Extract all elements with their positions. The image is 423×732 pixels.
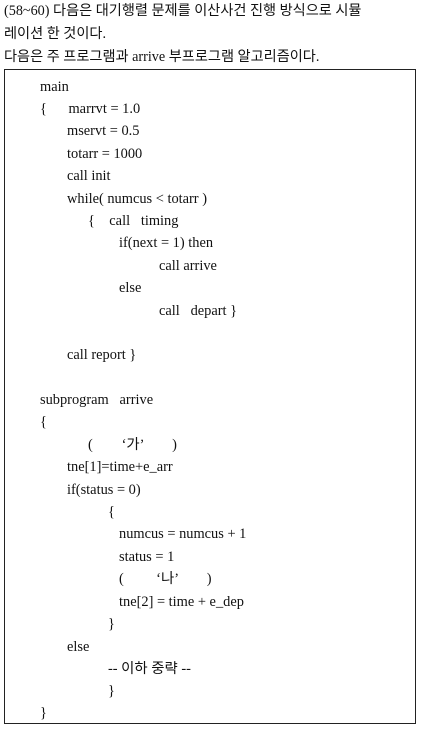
code-mservt: mservt = 0.5 — [67, 123, 140, 139]
intro-line-3: 다음은 주 프로그램과 arrive 부프로그램 알고리즘이다. — [4, 49, 320, 65]
intro-line-2: 레이션 한 것이다. — [4, 26, 107, 42]
code-call-arrive: call arrive — [159, 258, 217, 274]
code-if-next: if(next = 1) then — [119, 235, 214, 251]
code-else-1: else — [119, 280, 142, 296]
code-else-2: else — [67, 639, 90, 655]
code-totarr: totarr = 1000 — [67, 146, 143, 162]
code-subprogram: subprogram arrive — [40, 392, 154, 408]
code-main: main — [40, 79, 69, 95]
code-call-depart: call depart } — [159, 303, 238, 319]
code-status: status = 1 — [119, 549, 175, 565]
code-close-else: } — [108, 683, 115, 699]
blank-ga: ( ‘가’ ) — [88, 437, 177, 453]
code-open-sub: { — [40, 414, 47, 430]
code-open-if: { — [108, 504, 115, 520]
code-tne2: tne[2] = time + e_dep — [119, 594, 244, 610]
blank-na: ( ‘나’ ) — [119, 571, 212, 587]
question-intro: (58~60) 다음은 대기행렬 문제를 이산사건 진행 방식으로 시뮬 레이션… — [4, 0, 419, 69]
code-close-if: } — [108, 616, 115, 632]
code-marrvt: { marrvt = 1.0 — [40, 101, 141, 117]
code-tne1: tne[1]=time+e_arr — [67, 459, 173, 475]
code-numcus: numcus = numcus + 1 — [119, 526, 247, 542]
code-close-sub: } — [40, 705, 47, 721]
code-call-report: call report } — [67, 347, 137, 363]
code-if-status: if(status = 0) — [67, 482, 141, 498]
code-while: while( numcus < totarr ) — [67, 191, 207, 207]
code-call-timing: { call timing — [88, 213, 179, 229]
algorithm-code-box: main { marrvt = 1.0 mservt = 0.5 totarr … — [4, 69, 416, 724]
code-omitted: -- 이하 중략 -- — [108, 661, 191, 677]
intro-line-1: (58~60) 다음은 대기행렬 문제를 이산사건 진행 방식으로 시뮬 — [4, 3, 362, 19]
code-call-init: call init — [67, 168, 111, 184]
